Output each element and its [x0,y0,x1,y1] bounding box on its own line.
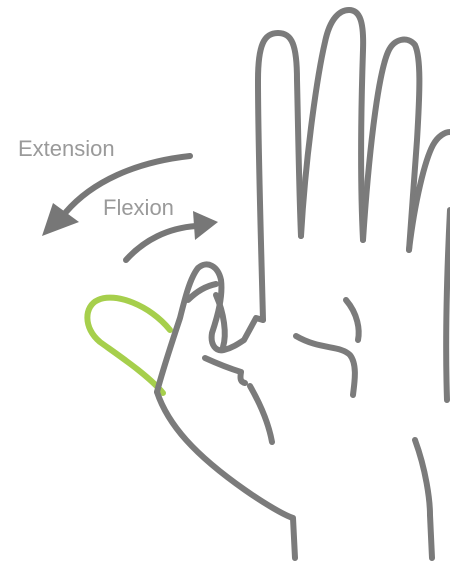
extension-label: Extension [18,138,115,160]
flexion-label: Flexion [103,197,174,219]
hand-outline-icon [157,10,450,558]
